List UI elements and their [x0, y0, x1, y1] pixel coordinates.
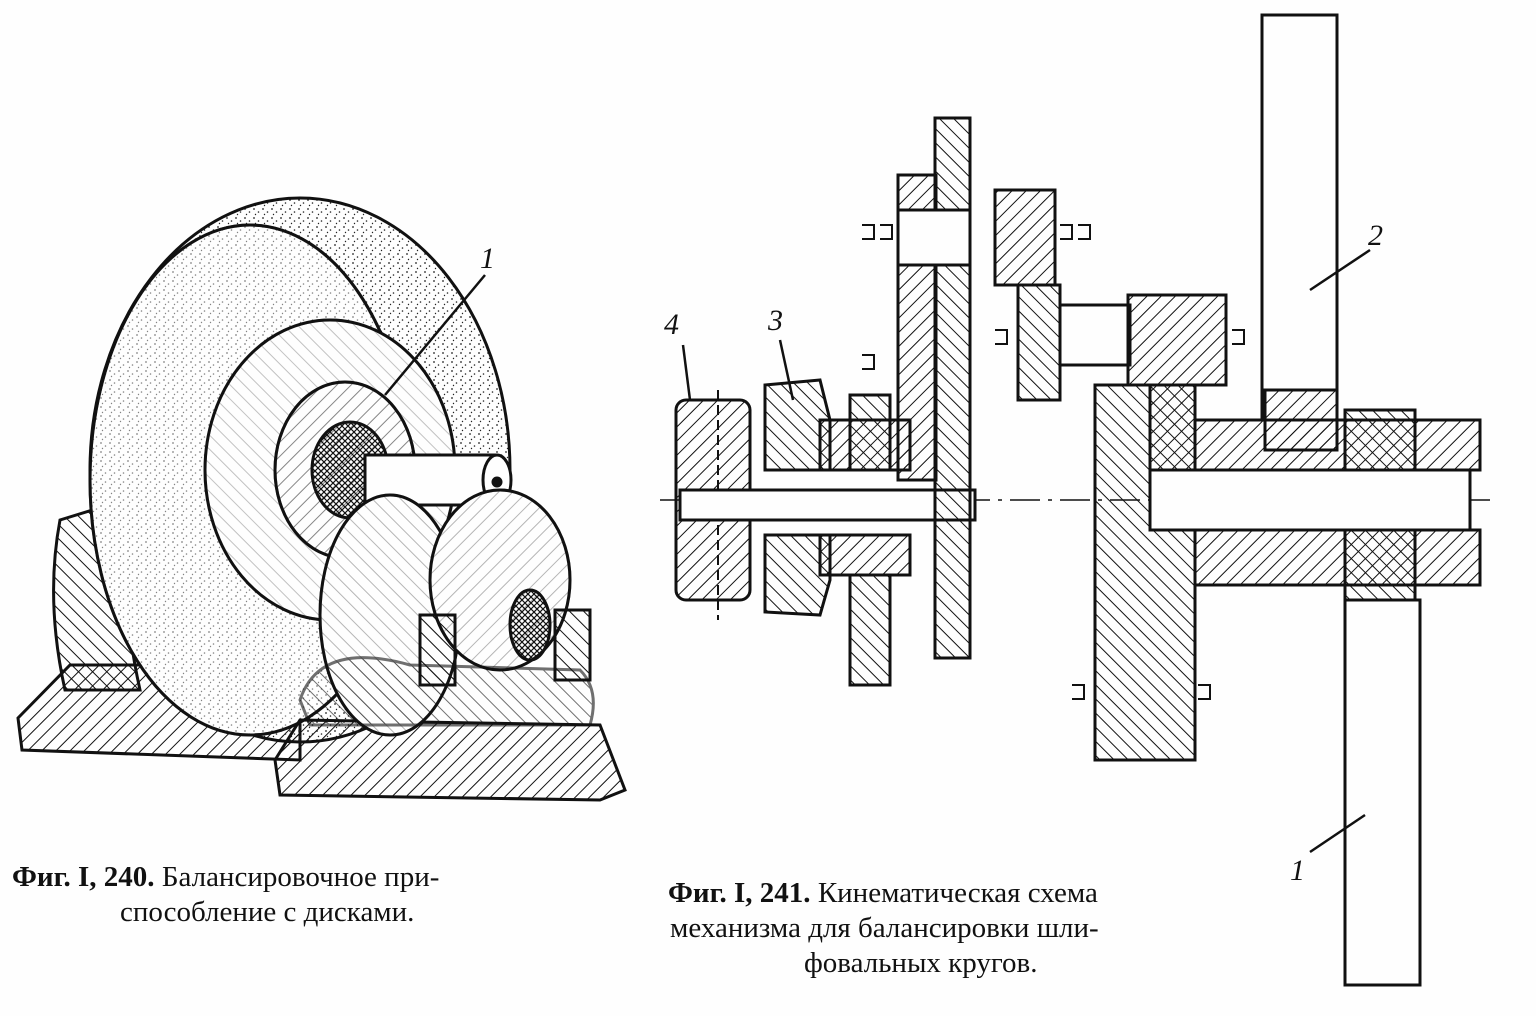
fig241-bearings — [862, 224, 1245, 700]
fig240-caption-line2: способление с дисками. — [120, 896, 415, 928]
fig240-leader-1 — [384, 274, 486, 396]
fig241-callout-4: 4 — [664, 308, 679, 341]
fig241-caption-label: Фиг. I, 241. — [668, 877, 811, 909]
fig240-caption: Фиг. I, 240. Балансировочное при- способ… — [12, 860, 612, 930]
fig241-leader-1 — [1309, 813, 1366, 854]
fig241-leader-2 — [1309, 248, 1371, 292]
fig241-hub-lower — [1343, 528, 1417, 602]
fig241-hub-upper — [1343, 408, 1417, 472]
fig241-caption-line2: механизма для балансировки шли- — [670, 912, 1099, 944]
fig241-drawing — [660, 13, 1490, 987]
fig241-upper-gear — [993, 188, 1057, 287]
fig241-vertical-shaft — [933, 116, 972, 660]
fig241-callout-3: 3 — [767, 304, 783, 337]
fig240-callout-1: 1 — [480, 242, 495, 275]
fig240-caption-label: Фиг. I, 240. — [12, 861, 155, 893]
fig240-drawing — [16, 196, 627, 802]
fig240-base-right — [273, 718, 627, 802]
fig241-part-1 — [1343, 598, 1422, 987]
fig241-callout-2: 2 — [1368, 219, 1383, 252]
fig241-callout-1: 1 — [1290, 854, 1305, 887]
fig241-leader-4 — [681, 344, 692, 401]
fig241-part-2 — [1260, 13, 1339, 422]
fig241-left-shaft — [678, 488, 977, 522]
fig241-right-shaft — [1148, 468, 1472, 532]
fig241-caption: Фиг. I, 241. Кинематическая схема механи… — [668, 876, 1268, 981]
fig241-drive-gear — [1126, 293, 1228, 387]
fig241-caption-line1: Кинематическая схема — [817, 877, 1098, 909]
fig240-caption-line1: Балансировочное при- — [161, 861, 440, 893]
fig241-caption-line3: фовальных кругов. — [804, 947, 1038, 979]
fig241-leader-3 — [778, 339, 795, 401]
